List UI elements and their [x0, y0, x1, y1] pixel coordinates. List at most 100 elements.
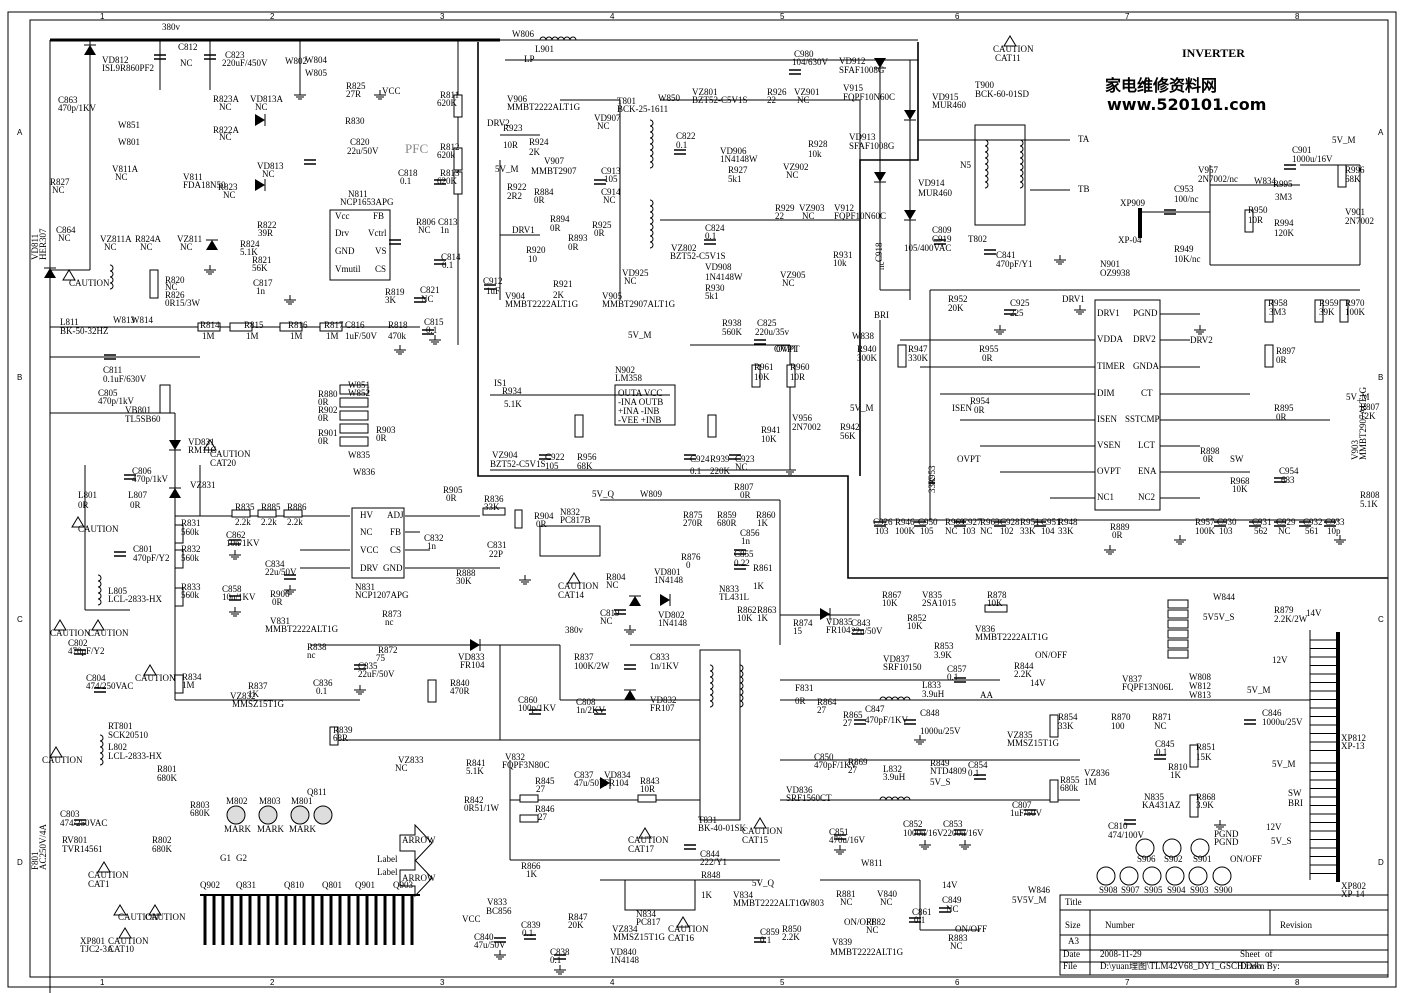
caution-16 [676, 916, 690, 928]
label-r926: R926 [767, 87, 787, 97]
label-c933v: 10p [1327, 526, 1341, 536]
grid-col-label-bottom: 2 [270, 978, 275, 987]
resistor-r897 [1264, 344, 1274, 368]
label-r870: R870 [1111, 712, 1131, 722]
label-drv1b: DRV1 [1062, 294, 1085, 304]
ground-7 [229, 550, 241, 560]
label-caution3: CAUTION [50, 628, 91, 638]
label-r831: R831 [181, 518, 201, 528]
label-r852v: 10K [907, 621, 923, 631]
label-r804: R804 [606, 572, 626, 582]
label-r850v: 2.2K [782, 932, 800, 942]
label-c824: C824 [705, 223, 725, 233]
cap-c901 [1284, 164, 1296, 170]
label-r862: R862 [737, 605, 757, 615]
label-r847v: 20K [568, 920, 584, 930]
jumper-block-right-3 [1167, 629, 1189, 639]
resistor-r956 [574, 414, 584, 438]
label-sa1015: 2SA1015 [922, 598, 957, 608]
label-c811v: 0.1uF/630V [103, 374, 147, 384]
label-c860v: 100p/1KV [518, 703, 557, 713]
label-cat14: CAT14 [558, 590, 585, 600]
label-xp812: XP812 [1341, 733, 1366, 743]
label-vz811nc: NC [180, 242, 193, 252]
label-r950v: 10R [1248, 215, 1263, 225]
resistor-r904 [514, 509, 523, 529]
label-onoff2: ON/OFF [844, 917, 876, 927]
label-pfc_vs: VS [375, 246, 387, 256]
label-r863: R863 [757, 605, 777, 615]
resistor-r886 [283, 509, 303, 518]
label-mark1: MARK [224, 824, 252, 834]
ic-lm358 [614, 384, 676, 426]
label-ic_drv: DRV [360, 563, 379, 573]
label-r824a: R824A [135, 234, 162, 244]
label-v12b: 12V [1266, 822, 1282, 832]
ic-ncp1653 [329, 209, 391, 281]
label-m801: M801 [291, 796, 313, 806]
label-r811: R811 [440, 90, 459, 100]
label-v5s1: 5V_S [930, 777, 951, 787]
label-v5vm4: 5V_M [1346, 392, 1370, 402]
label-c802v: 470pF/Y2 [68, 646, 105, 656]
label-pfc_cs: CS [375, 264, 386, 274]
label-caution14: CAUTION [558, 581, 599, 591]
label-t900: T900 [975, 80, 994, 90]
label-vz835: VZ835 [1007, 730, 1033, 740]
label-mmbt6: MMBT2222ALT1G [505, 299, 579, 309]
label-c926: C926 [873, 517, 893, 527]
label-v835: V835 [922, 590, 942, 600]
label-mark2: MARK [257, 824, 285, 834]
label-r946v: 100K [895, 526, 916, 536]
label-c803: C803 [60, 809, 80, 819]
label-l802: L802 [108, 742, 127, 752]
cap-c840 [494, 937, 506, 943]
label-v957v: 2N7002/nc [1198, 174, 1238, 184]
label-w808: W808 [1189, 672, 1211, 682]
label-r845: R845 [535, 776, 555, 786]
label-c926v: 103 [875, 526, 889, 536]
label-r818v: 470k [388, 331, 407, 341]
label-c856: C856 [740, 528, 760, 538]
label-r832: R832 [181, 544, 201, 554]
label-r901v: 0R [318, 436, 329, 446]
label-xp801: XP801 [80, 936, 105, 946]
label-bzt2: BZT52-C5V1S [670, 251, 726, 261]
label-c927v: 103 [962, 526, 976, 536]
cap-c859 [754, 937, 766, 943]
label-vz831: VZ831 [190, 480, 216, 490]
label-vd813: VD813 [257, 161, 284, 171]
diode-vd913 [874, 172, 886, 183]
label-n811: N811 [348, 189, 368, 199]
standoff-2 [1190, 838, 1210, 858]
resistor-r811 [453, 94, 463, 118]
cap-c855 [734, 564, 746, 570]
label-v5q1: 5V_Q [592, 489, 614, 499]
label-fr107: FR107 [650, 703, 675, 713]
label-c980: C980 [794, 49, 814, 59]
label-n832: N832 [560, 507, 580, 517]
label-ovpt2: OVPT [774, 344, 798, 354]
ground-6 [374, 90, 386, 100]
label-r963v: NC [980, 526, 993, 536]
label-v840: V840 [877, 889, 897, 899]
label-r862v: 10K [737, 613, 753, 623]
resistor-r961 [751, 364, 761, 388]
cap-c951 [1034, 521, 1046, 527]
label-vd908: VD908 [705, 262, 732, 272]
label-r864v: 27 [817, 705, 827, 715]
label-r870v: 100 [1111, 721, 1125, 731]
optocoupler-n832 [539, 525, 601, 557]
label-s908: S908 [1099, 885, 1118, 895]
label-r806nc: NC [418, 225, 431, 235]
label-c927: C927 [962, 517, 982, 527]
label-isen: ISEN [952, 403, 973, 413]
label-r956v: 68K [577, 461, 593, 471]
label-v5vm2: 5V_M [1332, 135, 1356, 145]
label-cat1: CAT1 [88, 879, 110, 889]
label-q811: Q811 [307, 787, 327, 797]
label-r959v: 39K [1319, 307, 1335, 317]
label-r874: R874 [793, 618, 813, 628]
label-c816: C816 [345, 320, 365, 330]
